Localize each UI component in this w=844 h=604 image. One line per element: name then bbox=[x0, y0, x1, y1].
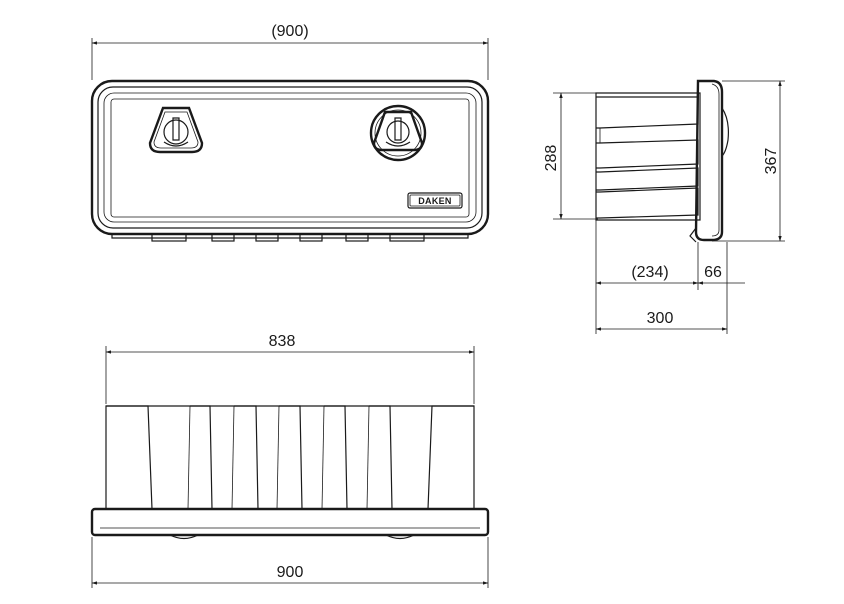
brand-badge bbox=[407, 192, 463, 209]
side-lock-profile bbox=[721, 107, 729, 157]
side-lid-depth-label: 66 bbox=[704, 264, 722, 281]
side-overall-depth-label: 300 bbox=[647, 310, 674, 327]
lock-right bbox=[369, 104, 427, 162]
lock-right-key-slot bbox=[394, 117, 402, 141]
front-feet bbox=[151, 233, 425, 242]
side-lid-inner bbox=[711, 83, 720, 237]
rib bbox=[596, 187, 699, 219]
lock-right-bezel bbox=[369, 104, 427, 162]
rib bbox=[596, 96, 699, 129]
top-lid-flange bbox=[90, 507, 490, 537]
foot bbox=[299, 233, 323, 242]
lock-left-handle-lip bbox=[163, 141, 189, 147]
rib bbox=[596, 139, 699, 169]
rib-edge bbox=[187, 405, 191, 510]
side-depth-label: (234) bbox=[631, 264, 668, 281]
side-body-outline bbox=[595, 92, 701, 221]
front-base-strip bbox=[111, 234, 469, 239]
foot bbox=[345, 233, 369, 242]
side-lid-hinge bbox=[689, 227, 697, 243]
brand-logo-text: DAKEN bbox=[418, 196, 452, 206]
rib-edge bbox=[321, 405, 325, 510]
top-end-right bbox=[427, 405, 475, 510]
front-lid-recess bbox=[103, 92, 477, 223]
lock-left-key-slot bbox=[172, 117, 180, 141]
lock-left-inner bbox=[153, 111, 199, 149]
top-ribs bbox=[187, 405, 393, 510]
rib bbox=[188, 405, 213, 510]
foot bbox=[211, 233, 235, 242]
rib bbox=[232, 405, 259, 510]
top-lock-left-profile bbox=[169, 534, 199, 540]
front-box-rim bbox=[97, 86, 483, 229]
rib bbox=[322, 405, 348, 510]
foot bbox=[255, 233, 279, 242]
front-width-label: (900) bbox=[271, 23, 308, 40]
side-overall-height-label: 367 bbox=[763, 148, 780, 175]
brand-badge-inner bbox=[409, 194, 461, 207]
side-ribs bbox=[596, 96, 699, 219]
lock-right-handle-ring bbox=[386, 120, 410, 144]
side-lid bbox=[694, 79, 724, 242]
rib-edge bbox=[231, 405, 235, 510]
top-view: 838 900 bbox=[90, 333, 490, 588]
rib bbox=[277, 405, 303, 510]
front-box-outer bbox=[90, 79, 490, 236]
lock-left-bezel bbox=[148, 106, 204, 154]
rib bbox=[596, 167, 699, 191]
top-inner-width-label: 838 bbox=[269, 333, 296, 350]
lock-right-handle-lip bbox=[385, 141, 411, 147]
lock-left-handle-ring bbox=[163, 119, 189, 145]
lock-right-bezel-inner bbox=[374, 109, 422, 157]
top-outer-width-label: 900 bbox=[277, 564, 304, 581]
front-view: (900) DAKEN bbox=[90, 23, 490, 242]
front-lid-panel bbox=[110, 98, 470, 218]
lock-right-handle bbox=[372, 110, 424, 152]
lock-left bbox=[148, 106, 204, 154]
foot bbox=[389, 233, 425, 242]
foot bbox=[151, 233, 187, 242]
side-height-label: 288 bbox=[543, 145, 560, 172]
top-lock-right-profile bbox=[385, 534, 415, 540]
top-end-left bbox=[105, 405, 153, 510]
side-view: 288 367 (234) 66 300 bbox=[543, 79, 785, 334]
rib-edge bbox=[276, 405, 280, 510]
rib bbox=[367, 405, 393, 510]
rib-edge bbox=[366, 405, 370, 510]
